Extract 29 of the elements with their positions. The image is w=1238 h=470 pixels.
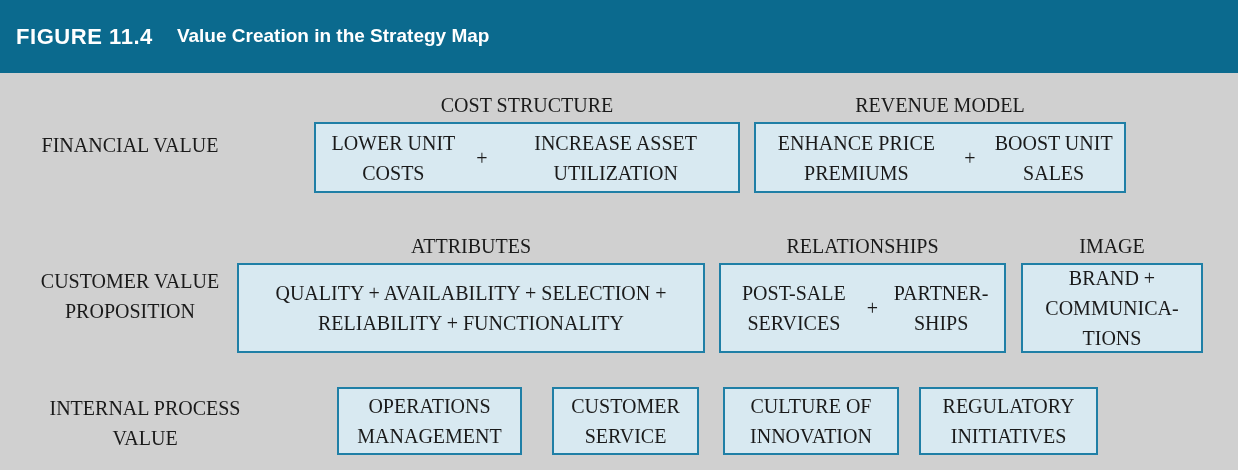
- value-box: [723, 387, 899, 455]
- box-text: CULTURE OF INNOVATION: [749, 394, 873, 449]
- title: Value Creation in the Strategy Map: [176, 24, 490, 49]
- category-heading: IMAGE: [1079, 234, 1145, 259]
- box-text: REGULATORY INITIATIVES: [941, 394, 1076, 449]
- category-heading: REVENUE MODEL: [855, 93, 1025, 118]
- box-text: OPERATIONS MANAGEMENT: [356, 394, 503, 449]
- box-text: LOWER UNIT COSTS: [330, 130, 457, 186]
- plus-sign: +: [476, 145, 488, 171]
- row-label: FINANCIAL VALUE: [40, 133, 220, 158]
- box-text: POST-SALE SERVICES: [741, 281, 847, 336]
- category-heading: COST STRUCTURE: [440, 93, 614, 118]
- box-text: ENHANCE PRICE PREMIUMS: [776, 130, 936, 186]
- box-text: BOOST UNIT SALES: [993, 130, 1114, 186]
- box-text: INCREASE ASSET UTILIZATION: [533, 130, 699, 186]
- row-label: CUSTOMER VALUE PROPOSITION: [39, 269, 221, 324]
- box-text: QUALITY + AVAILABILITY + SELECTION + RELIABILITY + FUNCTIONALITY: [274, 281, 668, 336]
- plus-sign: +: [866, 296, 879, 321]
- category-heading: RELATIONSHIPS: [786, 234, 939, 259]
- row-label: INTERNAL PROCESS VALUE: [48, 396, 242, 451]
- box-text: PARTNER-SHIPS: [892, 281, 990, 336]
- box-text: BRAND + COMMUNICA-TIONS: [1044, 266, 1180, 351]
- plus-sign: +: [964, 145, 976, 171]
- value-box: [337, 387, 522, 455]
- value-box: [552, 387, 699, 455]
- category-heading: ATTRIBUTES: [411, 234, 531, 259]
- box-text: CUSTOMER SERVICE: [570, 394, 681, 449]
- value-box: [919, 387, 1098, 455]
- figure-number: FIGURE 11.4: [16, 23, 153, 51]
